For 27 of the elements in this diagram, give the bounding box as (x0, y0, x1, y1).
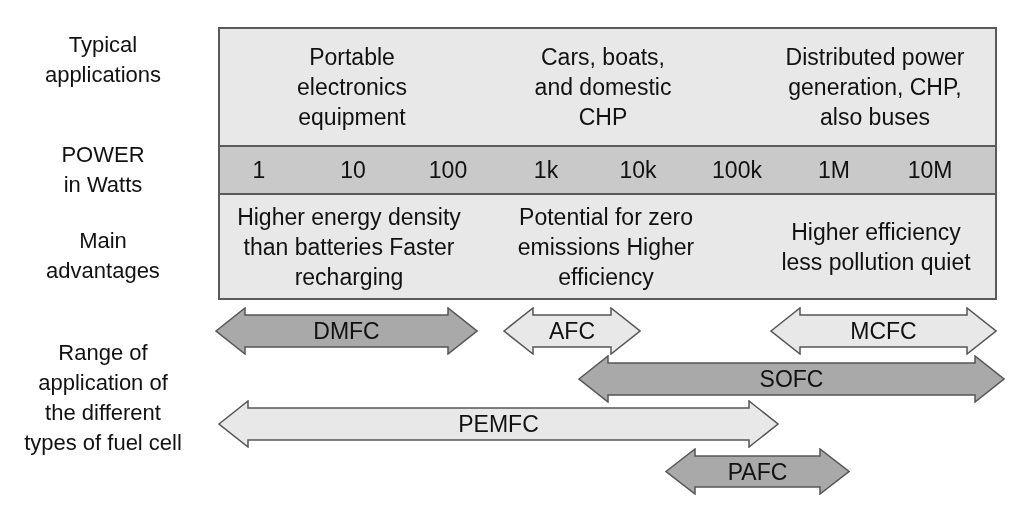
application-text: Distributed power generation, CHP, also buses (784, 43, 966, 132)
power-value: 10 (340, 156, 366, 185)
fuel-cell-type-label: AFC (549, 318, 595, 344)
row-heading: Main advantages (45, 227, 161, 285)
fuel-cell-type-label: PAFC (727, 458, 788, 485)
advantage-text: Potential for zero emissions Higher efficiency (516, 202, 696, 292)
advantages-band (218, 193, 997, 300)
fuel-cell-type-label: MCFC (850, 318, 917, 344)
advantage-text: Higher energy density than batteries Faster recharging (236, 202, 462, 292)
applications-band (218, 27, 997, 147)
power-value: 1k (533, 156, 559, 185)
advantage-text: Higher efficiency less pollution quiet (780, 217, 972, 277)
row-heading: POWER in Watts (60, 141, 146, 199)
power-scale-band (218, 145, 997, 195)
fuel-cell-type-label: DMFC (313, 318, 380, 344)
fuel-cell-type-label: SOFC (759, 366, 824, 392)
power-value: 1M (818, 156, 850, 185)
power-value: 100 (428, 156, 468, 185)
fuel-cell-type-label: PEMFC (458, 411, 539, 437)
power-value: 100k (712, 156, 762, 185)
application-text: Cars, boats, and domestic CHP (533, 43, 673, 132)
application-text: Portable electronics equipment (296, 43, 408, 132)
power-value: 10k (619, 156, 657, 185)
row-heading: Range of application of the different types of fuel cell (23, 339, 183, 457)
power-value: 1 (252, 156, 266, 185)
power-value: 10M (907, 156, 953, 185)
row-heading: Typical applications (43, 31, 163, 89)
